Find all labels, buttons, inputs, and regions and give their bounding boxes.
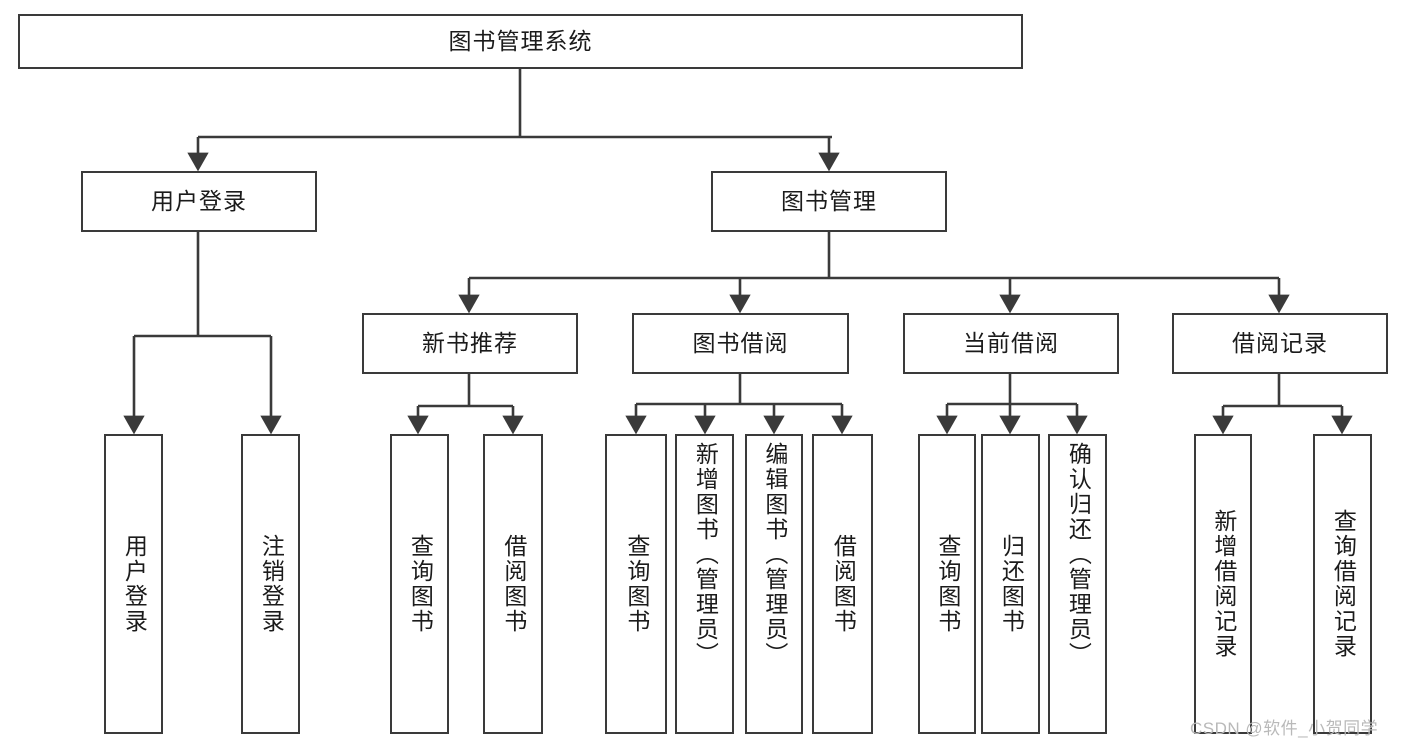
node-leaf-confirm-return-label: 确认归还（管理员） (1065, 442, 1092, 667)
node-root-label: 图书管理系统 (448, 27, 593, 54)
node-leaf-query-book-3[interactable]: 查询图书 (918, 434, 976, 734)
node-user-login[interactable]: 用户登录 (81, 171, 317, 232)
node-leaf-borrow-book-1[interactable]: 借阅图书 (483, 434, 543, 734)
node-leaf-add-book[interactable]: 新增图书（管理员） (675, 434, 734, 734)
node-leaf-edit-book[interactable]: 编辑图书（管理员） (745, 434, 803, 734)
node-leaf-add-record-label: 新增借阅记录 (1210, 509, 1237, 659)
node-leaf-query-book-1[interactable]: 查询图书 (390, 434, 449, 734)
node-book-borrow[interactable]: 图书借阅 (632, 313, 849, 374)
node-leaf-return-book[interactable]: 归还图书 (981, 434, 1040, 734)
node-leaf-borrow-book-1-label: 借阅图书 (500, 534, 527, 634)
node-leaf-query-book-2-label: 查询图书 (623, 534, 650, 634)
node-current-borrow[interactable]: 当前借阅 (903, 313, 1119, 374)
node-leaf-borrow-book-2-label: 借阅图书 (830, 534, 857, 634)
node-new-book-rec-label: 新书推荐 (422, 329, 518, 356)
node-borrow-record-label: 借阅记录 (1232, 329, 1328, 356)
node-leaf-query-book-3-label: 查询图书 (934, 534, 961, 634)
node-leaf-borrow-book-2[interactable]: 借阅图书 (812, 434, 873, 734)
node-leaf-user-logout-label: 注销登录 (258, 534, 285, 634)
node-leaf-query-book-2[interactable]: 查询图书 (605, 434, 667, 734)
node-leaf-user-login[interactable]: 用户登录 (104, 434, 163, 734)
node-leaf-query-book-1-label: 查询图书 (407, 534, 434, 634)
node-book-borrow-label: 图书借阅 (692, 329, 789, 356)
node-book-manage-label: 图书管理 (781, 187, 877, 214)
node-leaf-user-logout[interactable]: 注销登录 (241, 434, 300, 734)
node-new-book-rec[interactable]: 新书推荐 (362, 313, 578, 374)
node-leaf-edit-book-label: 编辑图书（管理员） (761, 442, 788, 667)
node-leaf-add-record[interactable]: 新增借阅记录 (1194, 434, 1252, 734)
node-user-login-label: 用户登录 (151, 187, 247, 214)
node-leaf-return-book-label: 归还图书 (998, 534, 1025, 634)
node-leaf-query-record-label: 查询借阅记录 (1330, 509, 1357, 659)
node-leaf-add-book-label: 新增图书（管理员） (692, 442, 719, 667)
node-borrow-record[interactable]: 借阅记录 (1172, 313, 1388, 374)
node-leaf-user-login-label: 用户登录 (121, 534, 148, 634)
node-book-manage[interactable]: 图书管理 (711, 171, 947, 232)
node-leaf-confirm-return[interactable]: 确认归还（管理员） (1048, 434, 1107, 734)
node-root[interactable]: 图书管理系统 (18, 14, 1023, 69)
csdn-watermark: CSDN @软件_小贺同学 (1190, 719, 1379, 738)
node-current-borrow-label: 当前借阅 (963, 329, 1059, 356)
node-leaf-query-record[interactable]: 查询借阅记录 (1313, 434, 1372, 734)
